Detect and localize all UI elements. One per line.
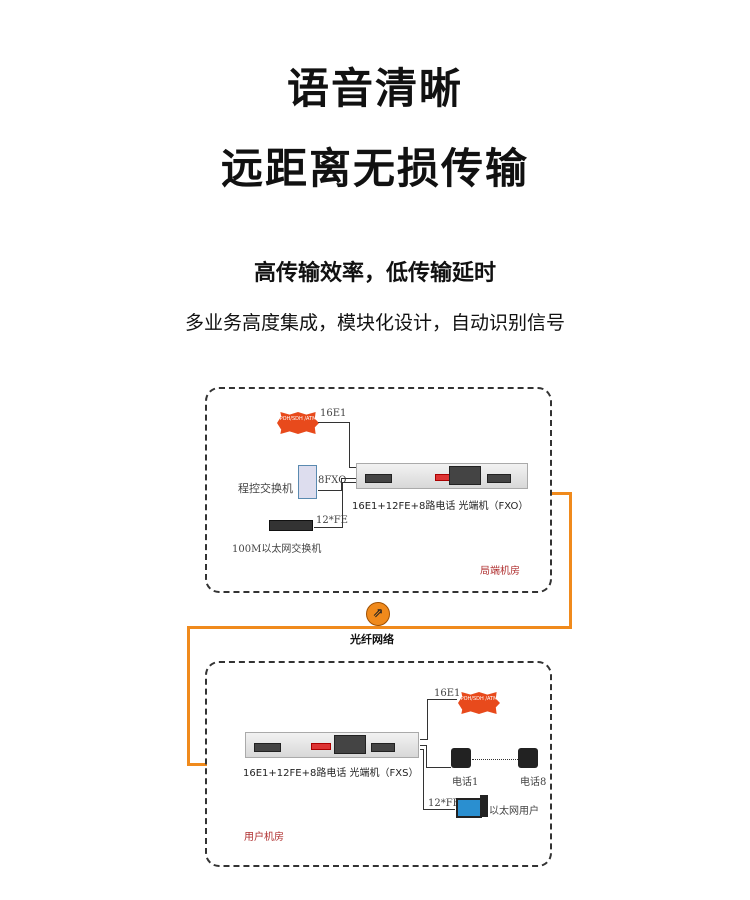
- fxs-optical-terminal: [245, 732, 419, 758]
- fxs-device-label: 16E1+12FE+8路电话 光端机（FXS）: [243, 768, 419, 779]
- pbx-label: 程控交换机: [238, 482, 293, 495]
- ethernet-switch-icon: [269, 520, 313, 531]
- phone-icon: [451, 748, 471, 768]
- description: 多业务高度集成，模块化设计，自动识别信号: [184, 312, 565, 334]
- fiber-label: 光纤网络: [350, 633, 394, 646]
- fxo-optical-terminal: [356, 463, 528, 489]
- fiber-link: [187, 626, 572, 629]
- subheading: 高传输效率，低传输延时: [253, 261, 496, 286]
- fiber-link: [569, 492, 572, 629]
- fxo-label: 8FXO: [318, 475, 347, 486]
- ethernet-user-label: 以太网用户: [489, 806, 539, 817]
- user-room-box: [205, 661, 552, 867]
- phone-icon: [518, 748, 538, 768]
- e1-label: 16E1: [320, 408, 347, 419]
- fiber-link: [187, 626, 190, 766]
- phone8-label: 电话8: [520, 777, 547, 788]
- heading-line2: 远距离无损传输: [220, 144, 529, 193]
- central-office-label: 局端机房: [480, 566, 520, 577]
- phone1-label: 电话1: [452, 777, 479, 788]
- computer-icon: [456, 798, 482, 818]
- ethernet-switch-label: 100M以太网交换机: [232, 544, 322, 555]
- central-office-box: [205, 387, 552, 593]
- computer-tower-icon: [480, 795, 488, 817]
- e1-label-bottom: 16E1: [434, 688, 461, 699]
- fe-label-bottom: 12*FE: [428, 798, 460, 809]
- user-room-label: 用户机房: [244, 832, 284, 843]
- heading-line1: 语音清晰: [286, 64, 463, 113]
- fiber-link: [187, 763, 207, 766]
- fiber-icon: ⇗: [366, 602, 390, 626]
- pbx-switch-icon: [298, 465, 317, 499]
- fiber-link: [550, 492, 572, 495]
- fe-label: 12*FE: [316, 515, 348, 526]
- sdh-network-icon: POH/SDH /ATM: [277, 412, 319, 434]
- sdh-network-icon-bottom: POH/SDH /ATM: [458, 692, 500, 714]
- fxo-device-label: 16E1+12FE+8路电话 光端机（FXO）: [352, 501, 529, 512]
